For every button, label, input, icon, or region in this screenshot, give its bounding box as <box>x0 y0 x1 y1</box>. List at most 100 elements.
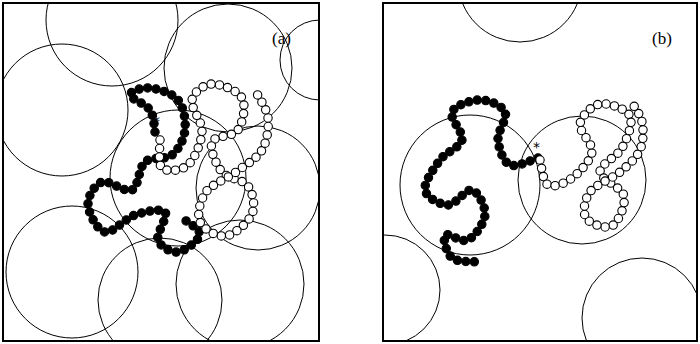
bead <box>639 126 647 134</box>
bead <box>244 183 252 191</box>
panel-label: (b) <box>652 30 672 47</box>
bead <box>215 81 223 89</box>
bead <box>421 181 429 189</box>
bead <box>627 118 635 126</box>
bead <box>263 131 271 139</box>
bead <box>456 128 464 136</box>
bead <box>85 208 93 216</box>
bead <box>227 130 235 138</box>
sphere-outline <box>98 238 222 341</box>
bead <box>526 157 534 165</box>
bead <box>86 191 94 199</box>
bead <box>197 136 205 144</box>
bead <box>602 100 610 108</box>
bead <box>551 182 559 190</box>
bead <box>189 103 197 111</box>
bead <box>436 199 444 207</box>
bead <box>105 179 113 187</box>
bead <box>209 150 217 158</box>
bead <box>580 210 588 218</box>
bead <box>182 217 190 225</box>
bead <box>137 209 145 217</box>
bead <box>193 111 201 119</box>
bead <box>453 256 461 264</box>
bead <box>156 225 164 233</box>
bead <box>161 209 169 217</box>
bead <box>164 246 172 254</box>
bead <box>543 180 551 188</box>
bead <box>155 153 163 161</box>
bead <box>219 132 227 140</box>
bead <box>180 129 188 137</box>
bead <box>620 198 628 206</box>
bead <box>638 117 646 125</box>
bead <box>160 217 168 225</box>
bead <box>473 96 481 104</box>
panel-frame <box>383 3 697 341</box>
bead <box>264 122 272 130</box>
sphere-outline <box>6 206 138 338</box>
bead <box>196 202 204 210</box>
bead <box>178 104 186 112</box>
sphere-outline <box>458 3 582 42</box>
bead <box>625 127 633 135</box>
bead <box>155 144 163 152</box>
bead <box>196 119 204 127</box>
bead <box>480 204 488 212</box>
bead <box>225 231 233 239</box>
bead <box>481 212 489 220</box>
marker-asterisk: * <box>153 114 160 128</box>
bead <box>127 88 135 96</box>
bead <box>625 110 633 118</box>
sphere-outline <box>383 235 440 341</box>
bead <box>261 139 269 147</box>
bead <box>84 200 92 208</box>
bead <box>253 91 261 99</box>
bead <box>630 102 638 110</box>
bead <box>198 127 206 135</box>
bead <box>181 120 189 128</box>
bead <box>498 151 506 159</box>
filled-chain <box>84 84 204 257</box>
bead <box>450 105 458 113</box>
bead <box>100 228 108 236</box>
bead <box>217 232 225 240</box>
sphere-outline <box>110 110 246 246</box>
panel-frame <box>3 3 319 341</box>
bead <box>452 234 460 242</box>
bead <box>193 235 201 243</box>
bead <box>195 210 203 218</box>
bead <box>171 166 179 174</box>
bead <box>499 118 507 126</box>
sphere-outline <box>518 116 646 244</box>
sphere-outline <box>3 44 128 176</box>
bead <box>264 114 272 122</box>
bead <box>593 221 601 229</box>
bead <box>588 149 596 157</box>
bead <box>138 162 146 170</box>
bead <box>470 258 478 266</box>
sphere-outline <box>196 126 319 250</box>
bead <box>465 98 473 106</box>
bead <box>460 236 468 244</box>
bead <box>440 236 448 244</box>
bead <box>467 234 475 242</box>
bead <box>518 160 526 168</box>
bead <box>248 190 256 198</box>
sphere-outline <box>400 115 540 255</box>
bead <box>580 202 588 210</box>
bead <box>160 87 168 95</box>
bead <box>237 93 245 101</box>
bead <box>249 199 257 207</box>
bead <box>594 100 602 108</box>
bead <box>584 157 592 165</box>
sphere-outline <box>164 4 292 132</box>
bead <box>152 85 160 93</box>
bead <box>609 221 617 229</box>
panel-label: (a) <box>272 30 291 47</box>
bead <box>120 185 128 193</box>
bead <box>496 126 504 134</box>
bead <box>637 143 645 151</box>
